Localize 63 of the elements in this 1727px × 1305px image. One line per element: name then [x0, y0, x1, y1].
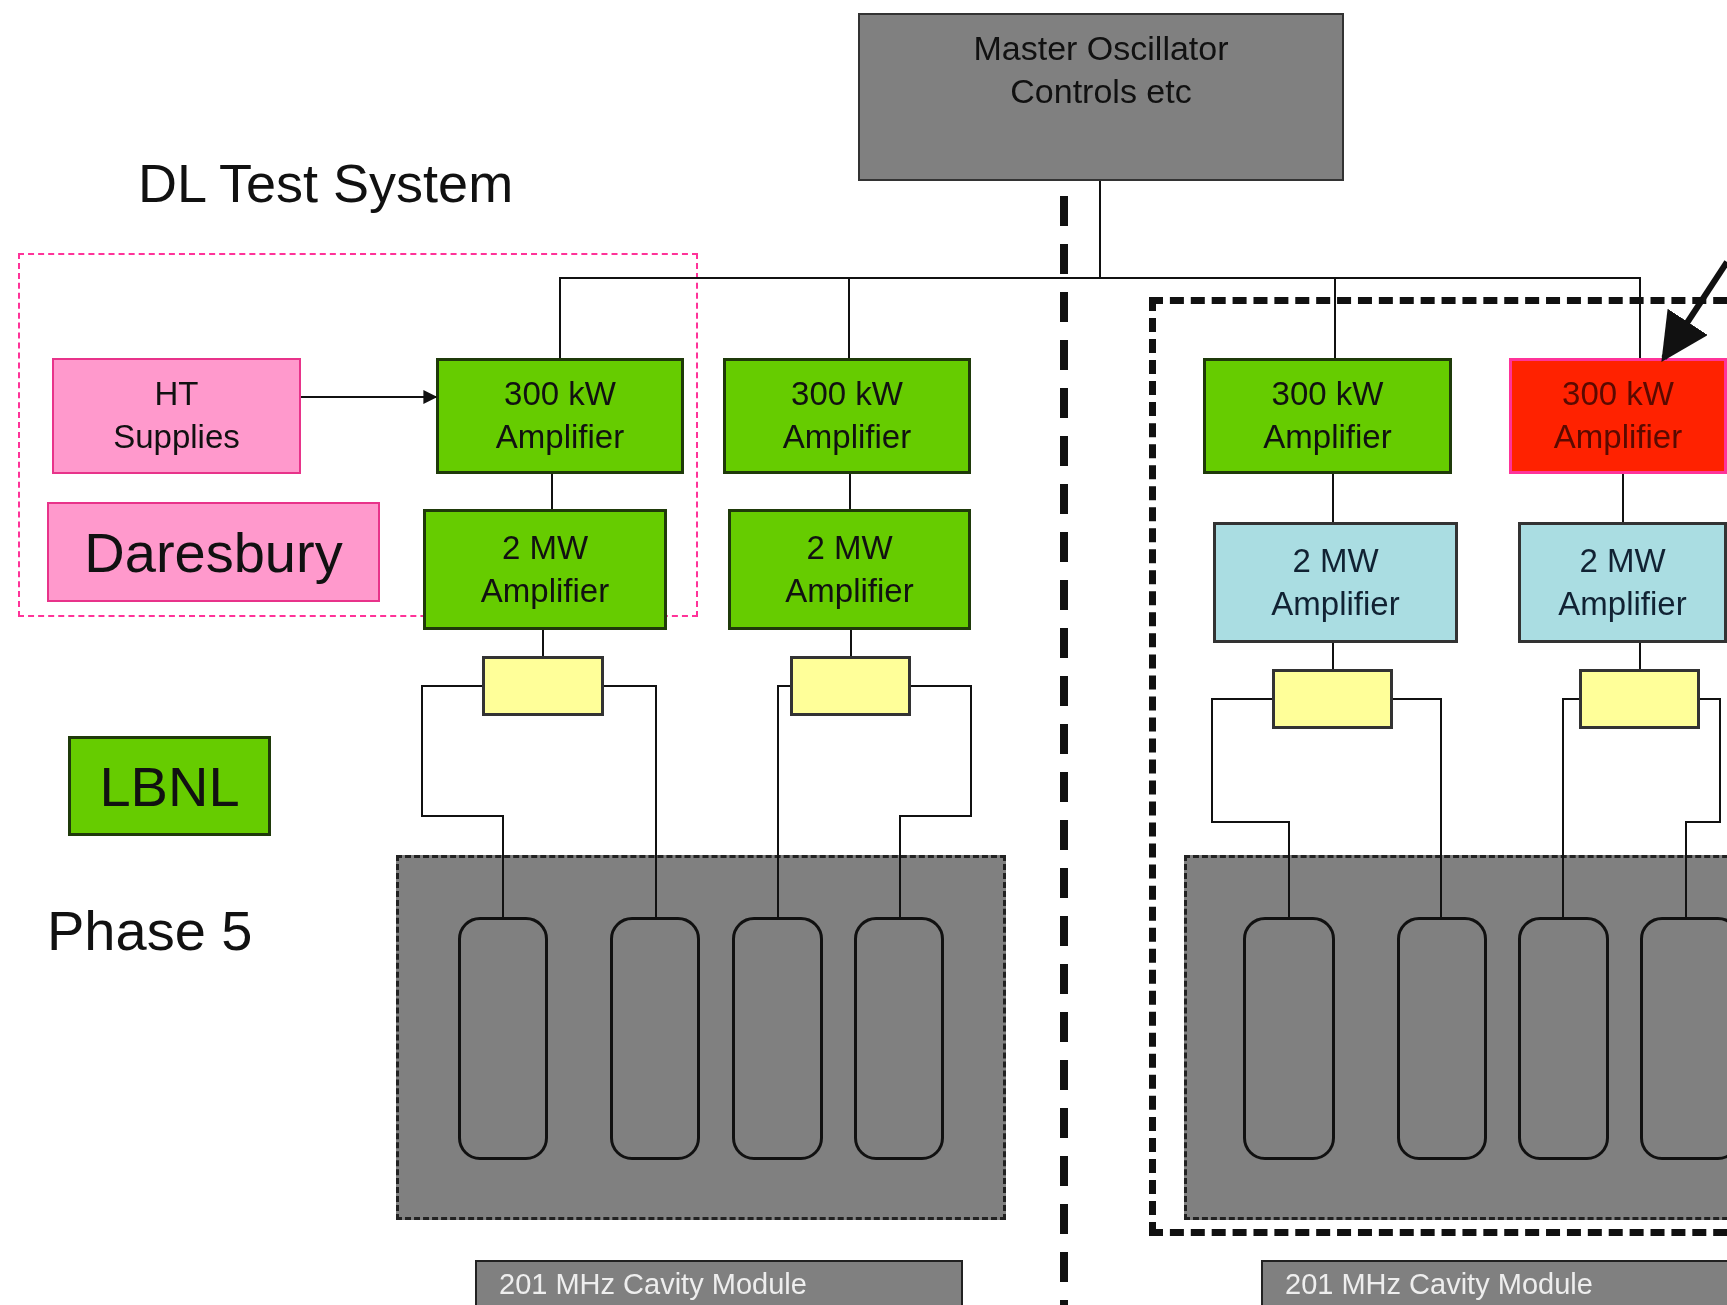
connector-line [542, 629, 544, 657]
site-box [68, 736, 271, 836]
module-caption-box [475, 1260, 963, 1305]
cavity-block [610, 917, 700, 1160]
cavity-block [1518, 917, 1609, 1160]
box-label: 300 kW Amplifier [1262, 374, 1393, 457]
amplifier-box [723, 358, 971, 474]
box-label: 300 kW Amplifier [781, 374, 913, 457]
amplifier-box [1518, 522, 1727, 643]
process-box [858, 13, 1344, 181]
cavity-block [1397, 917, 1487, 1160]
amplifier-box [1213, 522, 1458, 643]
cavity-block [1640, 917, 1727, 1160]
amplifier-box [728, 509, 971, 630]
connector-line [1562, 698, 1580, 918]
cavity-block [458, 917, 548, 1160]
box-label: 201 MHz Cavity Module [499, 1268, 807, 1301]
cavity-module-area [396, 855, 1006, 1220]
connector-line [1639, 642, 1641, 670]
dashed-frame [1149, 297, 1727, 1236]
amplifier-box [1509, 358, 1727, 474]
site-box [47, 502, 380, 602]
amplifier-box [1203, 358, 1452, 474]
diagram-title: DL Test System [138, 152, 514, 214]
box-label: 300 kW Amplifier [1552, 374, 1684, 457]
box-label: LBNL [99, 753, 240, 819]
splitter-block [1579, 669, 1700, 729]
box-label: 300 kW Amplifier [494, 374, 626, 457]
splitter-block [790, 656, 911, 716]
arrow [300, 390, 438, 404]
cavity-block [854, 917, 944, 1160]
connector-line [1685, 698, 1721, 918]
module-caption-box [1261, 1260, 1727, 1305]
connector-line [1332, 473, 1334, 523]
box-label: Master Oscillator Controls etc [972, 28, 1230, 112]
supply-box [52, 358, 301, 474]
phase-label: Phase 5 [47, 898, 253, 963]
connector-line [421, 685, 504, 918]
connector-line [777, 685, 791, 918]
connector-line [1622, 473, 1624, 523]
box-label: HT Supplies [112, 374, 241, 457]
box-label: 2 MW Amplifier [479, 527, 611, 611]
box-label: 2 MW Amplifier [1558, 540, 1687, 624]
splitter-block [1272, 669, 1393, 729]
amplifier-box [436, 358, 684, 474]
connector-line [1332, 642, 1334, 670]
arrow [1661, 260, 1727, 362]
connector-line [1392, 698, 1442, 918]
connector-line [603, 685, 657, 918]
connector-line [849, 473, 851, 510]
connector-line [899, 685, 972, 918]
box-label: 2 MW Amplifier [784, 527, 915, 611]
connector-line [1211, 698, 1290, 918]
cavity-block [1243, 917, 1335, 1160]
box-label: 2 MW Amplifier [1270, 540, 1401, 624]
cavity-block [732, 917, 823, 1160]
amplifier-box [423, 509, 667, 630]
splitter-block [482, 656, 604, 716]
connector-line [850, 629, 852, 657]
box-label: 201 MHz Cavity Module [1285, 1268, 1593, 1301]
box-label: Daresbury [84, 519, 343, 585]
connector-line [551, 473, 553, 510]
cavity-module-area [1184, 855, 1727, 1220]
